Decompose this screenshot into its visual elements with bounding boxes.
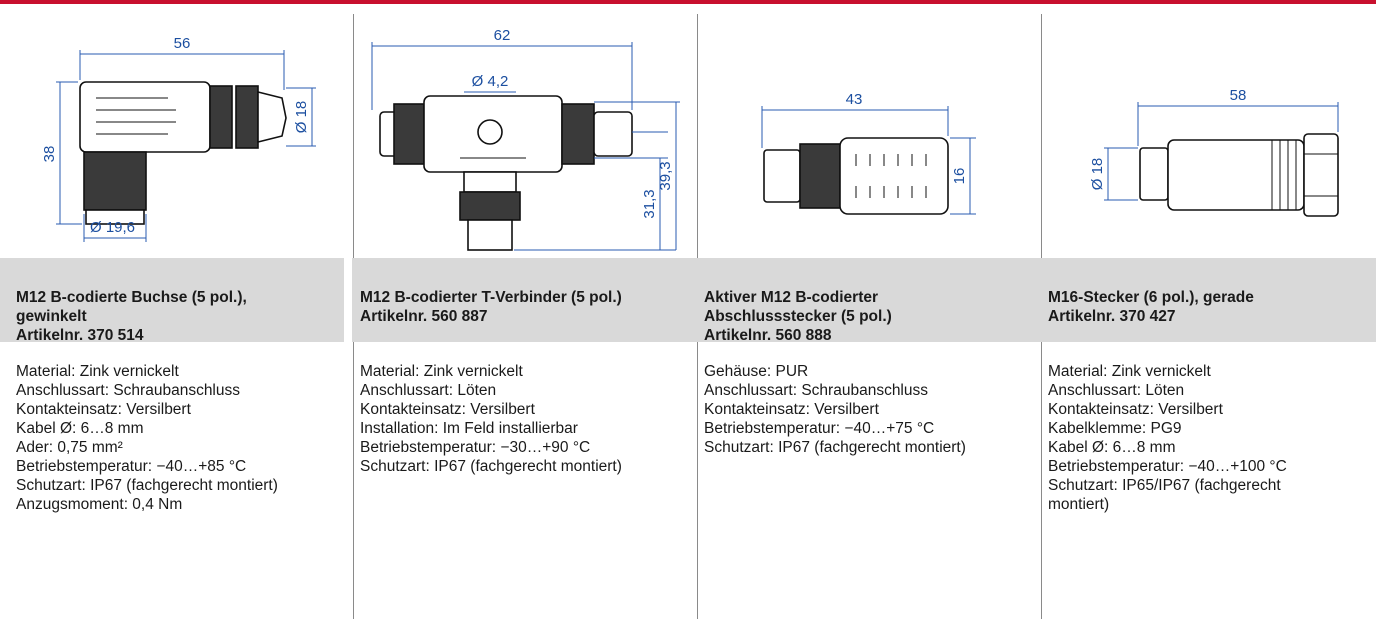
product-drawing: 56 38 Ø 18 Ø 19,6 xyxy=(16,14,352,258)
dimension-label: 39,3 xyxy=(657,161,674,190)
product-specs: Gehäuse: PUR Anschlussart: Schraubanschl… xyxy=(704,363,966,456)
product-drawing: 58 Ø 18 xyxy=(1048,14,1376,258)
dimension-label: Ø 19,6 xyxy=(90,219,135,236)
product-title: M16-Stecker (6 pol.), gerade Artikelnr. … xyxy=(1040,258,1376,342)
product-specs: Material: Zink vernickelt Anschlussart: … xyxy=(1048,363,1287,513)
dimension-label: 56 xyxy=(174,35,191,52)
product-title: M12 B-codierter T-Verbinder (5 pol.) Art… xyxy=(352,258,696,342)
dimension-label: Ø 4,2 xyxy=(472,73,509,90)
product-specs: Material: Zink vernickelt Anschlussart: … xyxy=(360,363,622,475)
product-drawing: 62 Ø 4,2 31,3 39,3 xyxy=(360,14,696,258)
dimension-label: Ø 18 xyxy=(293,101,310,134)
dimension-label: 58 xyxy=(1230,87,1247,104)
dimension-label: 31,3 xyxy=(641,189,658,218)
dimension-label: 62 xyxy=(494,27,511,44)
product-specs: Material: Zink vernickelt Anschlussart: … xyxy=(16,363,278,513)
product-title: Aktiver M12 B-codierter Abschlussstecker… xyxy=(696,258,1040,344)
product-card: 56 38 Ø 18 Ø 19,6 M12 B-codierte Buchse … xyxy=(0,14,352,619)
product-title: M12 B-codierte Buchse (5 pol.), gewinkel… xyxy=(0,258,344,344)
dimension-label: Ø 18 xyxy=(1089,158,1106,191)
product-drawing: 43 16 xyxy=(704,14,1040,258)
top-accent-bar xyxy=(0,0,1376,4)
dimension-label: 16 xyxy=(951,168,968,185)
product-card: 43 16 Aktiver M12 B-codierter Abschlusss… xyxy=(696,14,1040,619)
product-card: 58 Ø 18 M16-Stecker (6 pol.), gerade Art… xyxy=(1040,14,1376,619)
product-card: 62 Ø 4,2 31,3 39,3 M12 B-codierter T-Ver… xyxy=(352,14,696,619)
dimension-label: 38 xyxy=(41,146,58,163)
dimension-label: 43 xyxy=(846,91,863,108)
